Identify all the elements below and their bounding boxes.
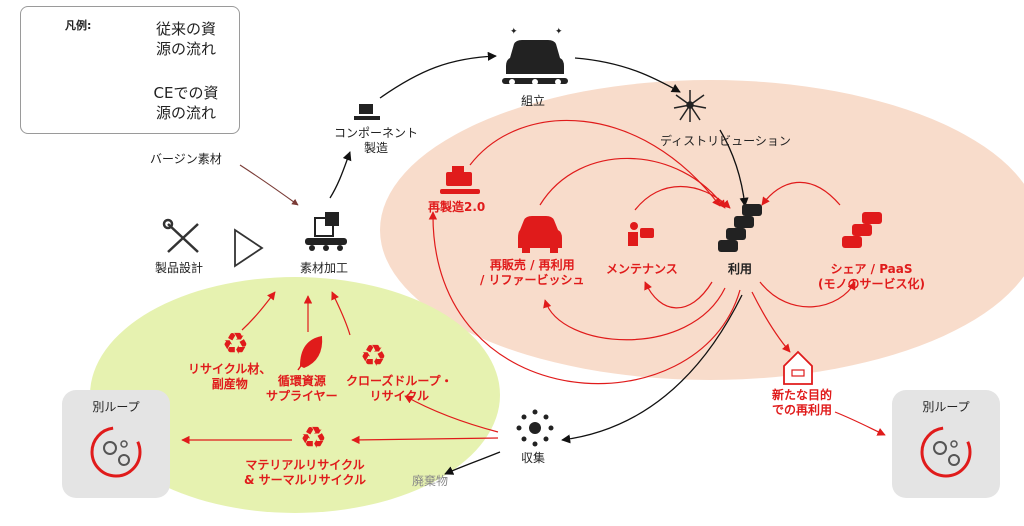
material-recycle-line2: & サーマルリサイクル [244, 473, 367, 487]
maintenance-label: メンテナンス [606, 262, 678, 276]
arrow-distribution-to-use [719, 129, 749, 207]
arrow-collection-to-waste [444, 451, 501, 475]
loop-right-gears-icon [920, 426, 972, 478]
legend-traditional-line1: 従来の資 [155, 20, 216, 38]
material-recycle-label: マテリアルリサイクル & サーマルリサイクル [244, 458, 366, 488]
arrow-maintenance-to-use [634, 185, 731, 211]
arrow-use-to-share [759, 281, 856, 308]
use-cars-icon [718, 204, 762, 252]
recycle-byproduct-label: リサイクル材、 副産物 [188, 362, 271, 392]
loop-right-label: 別ループ [922, 400, 970, 414]
recycle-line2: 副産物 [211, 377, 248, 391]
legend-box: 凡例: 従来の資 源の流れ CEでの資 源の流れ [20, 6, 240, 134]
assembly-label: 組立 [521, 94, 546, 108]
arrow-recycle-to-material [241, 291, 276, 331]
svg-text:♻: ♻ [300, 421, 327, 456]
green-region [90, 277, 500, 513]
reman-label: 再製造2.0 [428, 200, 486, 214]
distribution-hub-icon [673, 90, 707, 122]
arrow-share-to-use [761, 181, 841, 206]
waste-label: 廃棄物 [412, 474, 449, 488]
new-purpose-line2: での再利用 [772, 403, 833, 417]
material-processing-label: 素材加工 [300, 261, 349, 275]
closed-loop-line1: クローズドループ・ [346, 374, 453, 388]
distribution-label: ディストリビューション [660, 134, 791, 148]
legend-title: 凡例: [65, 19, 92, 32]
arrow-collection-to-closed [404, 395, 499, 433]
supplier-line2: サプライヤー [266, 389, 338, 403]
legend-ce-line1: CEでの資 [153, 84, 219, 102]
maintenance-icon [628, 222, 654, 246]
arrow-reman-to-use [469, 119, 721, 207]
arrow-use-to-maintenance [644, 281, 713, 309]
component-icon [354, 104, 380, 120]
svg-text:✦: ✦ [555, 27, 563, 37]
product-design-label: 製品設計 [155, 261, 204, 275]
arrow-collection-to-material-recycle [351, 435, 499, 445]
arrow-use-to-collection [561, 294, 743, 444]
loop-left-gears-icon [90, 426, 142, 478]
use-label: 利用 [728, 262, 753, 276]
recycle-line1: リサイクル材、 [188, 362, 272, 376]
recycle-icon-byproduct: ♻ [222, 327, 249, 362]
recycle-icon-material: ♻ [300, 421, 327, 456]
leaf-icon [297, 336, 323, 371]
loop-left-label: 別ループ [92, 400, 140, 414]
material-processing-icon [305, 212, 347, 251]
reman-engine-icon [440, 166, 480, 194]
process-chevron-icon [234, 228, 264, 268]
arrow-assembly-to-distribution [574, 57, 681, 93]
collection-icon [516, 409, 554, 447]
supplier-line1: 循環資源 [277, 374, 326, 388]
svg-text:♻: ♻ [222, 327, 249, 362]
resale-line1: 再販売 / 再利用 [489, 258, 575, 272]
resale-car-icon [518, 216, 562, 253]
share-cars-icon [842, 212, 882, 248]
resale-label: 再販売 / 再利用 / リファービッシュ [480, 258, 585, 288]
design-tools-icon [162, 218, 199, 253]
peach-region [380, 80, 1024, 380]
recycle-icon-closed-loop: ♻ [360, 339, 387, 374]
legend-ce-line2: 源の流れ [155, 104, 216, 123]
arrow-newpurpose-to-loop-right [834, 411, 886, 436]
collection-label: 収集 [521, 451, 546, 465]
component-label: コンポーネント 製造 [334, 126, 418, 156]
arrow-closed-to-material [331, 291, 351, 336]
black-flow-arrows [329, 51, 749, 475]
legend-ce-label: CEでの資 源の流れ [141, 83, 231, 124]
arrow-resale-to-use [539, 157, 726, 209]
virgin-material-label: バージン素材 [150, 152, 222, 166]
assembly-car-icon: ✦✦ [502, 27, 568, 85]
new-purpose-line1: 新たな目的 [772, 388, 833, 402]
svg-text:♻: ♻ [360, 339, 387, 374]
svg-text:✦: ✦ [510, 27, 518, 37]
material-recycle-line1: マテリアルリサイクル [245, 458, 365, 472]
resale-line2: / リファービッシュ [480, 273, 585, 287]
arrow-material-to-component [329, 151, 352, 199]
new-purpose-label: 新たな目的 での再利用 [772, 388, 832, 418]
arrow-virgin-to-material [239, 164, 299, 206]
arrow-use-to-reman [428, 211, 741, 385]
arrow-use-to-newpurpose [751, 291, 791, 353]
arrow-use-to-resale [543, 287, 726, 341]
supplier-label: 循環資源 サプライヤー [266, 374, 338, 404]
new-purpose-house-icon [783, 350, 813, 385]
loop-box-left: 別ループ [62, 390, 170, 498]
share-label: シェア / PaaS (モノのサービス化) [818, 262, 925, 292]
component-line2: 製造 [364, 141, 389, 155]
legend-traditional-line2: 源の流れ [155, 40, 216, 59]
closed-loop-label: クローズドループ・ リサイクル [346, 374, 453, 404]
share-line2: (モノのサービス化) [818, 277, 925, 291]
loop-box-right: 別ループ [892, 390, 1000, 498]
share-line1: シェア / PaaS [830, 262, 913, 276]
legend-traditional-label: 従来の資 源の流れ [141, 19, 231, 60]
closed-loop-line2: リサイクル [369, 389, 430, 403]
arrow-component-to-assembly [379, 51, 497, 99]
component-line1: コンポーネント [334, 126, 419, 140]
ce-flow-arrows [181, 119, 886, 445]
